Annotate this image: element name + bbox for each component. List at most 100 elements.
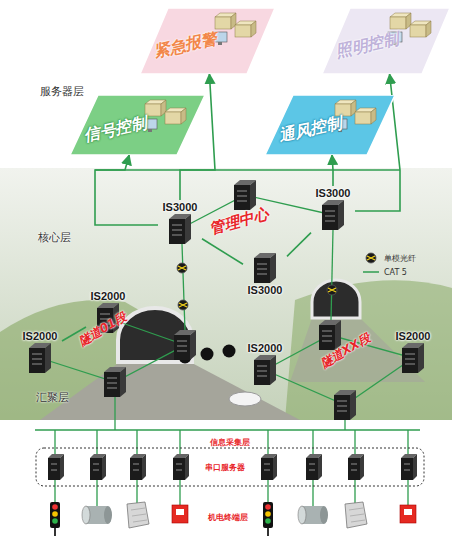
- switch-icon: [402, 343, 424, 373]
- panel-plane: [322, 8, 450, 74]
- section-label: 隧道01段: [76, 309, 130, 350]
- lamp-icon: [345, 502, 367, 528]
- drain-dot: [223, 345, 236, 358]
- switch-icon: [169, 214, 191, 244]
- switch-icon: [334, 390, 356, 420]
- serial-server-icon: [130, 454, 146, 480]
- network-wires: [35, 170, 420, 506]
- serial-server-icon: [306, 454, 322, 480]
- server-panel: 通风控制: [265, 95, 395, 155]
- mountain: [285, 280, 452, 420]
- server-icons-part: [251, 21, 256, 37]
- switch-label: IS2000: [23, 329, 58, 343]
- serial-group-bracket: [36, 448, 424, 486]
- switch-icon: [254, 355, 276, 385]
- server-icons-part: [165, 112, 181, 124]
- switch-icon: [104, 367, 126, 397]
- network-switch: IS2000: [243, 341, 287, 391]
- fiber-symbol: [178, 300, 188, 310]
- panel-plane: [70, 95, 205, 155]
- network-wires-part: [35, 429, 420, 430]
- serial-server-icon: [48, 454, 64, 480]
- alarm-icon: [400, 505, 416, 523]
- server-icons-part: [410, 25, 426, 37]
- section-label: 机电终端层: [208, 512, 248, 523]
- traffic-light-icon: [50, 502, 60, 536]
- network-switch: IS3000: [311, 186, 355, 236]
- cable-sample: [363, 271, 379, 273]
- server-icons-part: [145, 104, 161, 116]
- fiber-symbol: [327, 285, 337, 295]
- network-link: [95, 155, 158, 225]
- network-switch: IS2000: [18, 329, 62, 379]
- road: [290, 318, 425, 382]
- section-label: 隧道XX段: [318, 330, 374, 372]
- fiber-symbol: [366, 253, 376, 263]
- switch-label: IS3000: [316, 186, 351, 200]
- serial-server-icon: [90, 454, 106, 480]
- switch-icon: [402, 343, 424, 373]
- server-panel: 信号控制: [70, 95, 205, 155]
- switch-label: IS2000: [396, 329, 431, 343]
- switch-label: IS2000: [248, 341, 283, 355]
- server-icons-part: [148, 129, 152, 132]
- serial-server-icon: [401, 454, 417, 480]
- server-icons-part: [215, 17, 231, 29]
- server-icons: [213, 13, 256, 45]
- network-wires-part: [55, 480, 408, 506]
- drain-dot: [201, 348, 214, 361]
- connector-layer-part: [62, 74, 400, 341]
- switch-label: IS2000: [91, 289, 126, 303]
- network-wires-part: [182, 244, 185, 330]
- layer-label: 汇聚层: [36, 390, 69, 405]
- legend-text: CAT 5: [384, 268, 407, 277]
- network-wires-part: [344, 420, 345, 430]
- car: [229, 392, 261, 406]
- fan-icon: [82, 506, 112, 524]
- network-wires-part: [331, 230, 333, 320]
- legend-text: 单模光纤: [384, 253, 416, 264]
- fiber-symbol: [177, 263, 187, 273]
- serial-server-icon: [261, 454, 277, 480]
- switch-icon: [174, 330, 196, 360]
- switch-icon: [254, 253, 276, 283]
- network-link: [332, 155, 333, 186]
- network-switch: IS2000: [391, 329, 435, 379]
- serial-server-icon: [348, 454, 364, 480]
- legend-entry: CAT 5: [362, 265, 416, 279]
- switch-icon: [254, 253, 276, 283]
- scene-backdrop: [0, 168, 452, 420]
- server-icons-part: [426, 21, 431, 37]
- serial-server-icon: [173, 454, 189, 480]
- fan-icon: [298, 506, 328, 524]
- panel-plane: [140, 8, 275, 74]
- legend-entry: 单模光纤: [362, 251, 416, 265]
- network-wires-part: [95, 169, 400, 170]
- network-link: [202, 239, 243, 265]
- lamp-icon: [127, 502, 149, 528]
- server-panel: 紧急报警: [140, 8, 275, 74]
- server-icons-part: [218, 42, 222, 45]
- switch-icon: [322, 200, 344, 230]
- switch-icon: [322, 200, 344, 230]
- section-label: 串口服务器: [205, 462, 245, 473]
- section-label: 管理中心: [208, 205, 271, 239]
- network-switch: IS3000: [243, 253, 287, 303]
- server-icons: [143, 100, 186, 132]
- switch-icon: [254, 355, 276, 385]
- switch-icon: [29, 343, 51, 373]
- network-switch: IS3000: [158, 200, 202, 250]
- network-wires-part: [114, 397, 115, 430]
- network-wires-part: [55, 430, 408, 455]
- server-icons-part: [371, 108, 376, 124]
- legend-swatch: [362, 252, 380, 264]
- network-link: [287, 233, 311, 257]
- panel-plane: [265, 95, 395, 155]
- server-icons-part: [235, 25, 251, 37]
- tunnel-portal: [312, 280, 360, 318]
- switch-icon: [169, 214, 191, 244]
- legend: 单模光纤 CAT 5: [362, 251, 416, 279]
- layer-label: 核心层: [38, 230, 71, 245]
- switch-label: IS3000: [248, 283, 283, 297]
